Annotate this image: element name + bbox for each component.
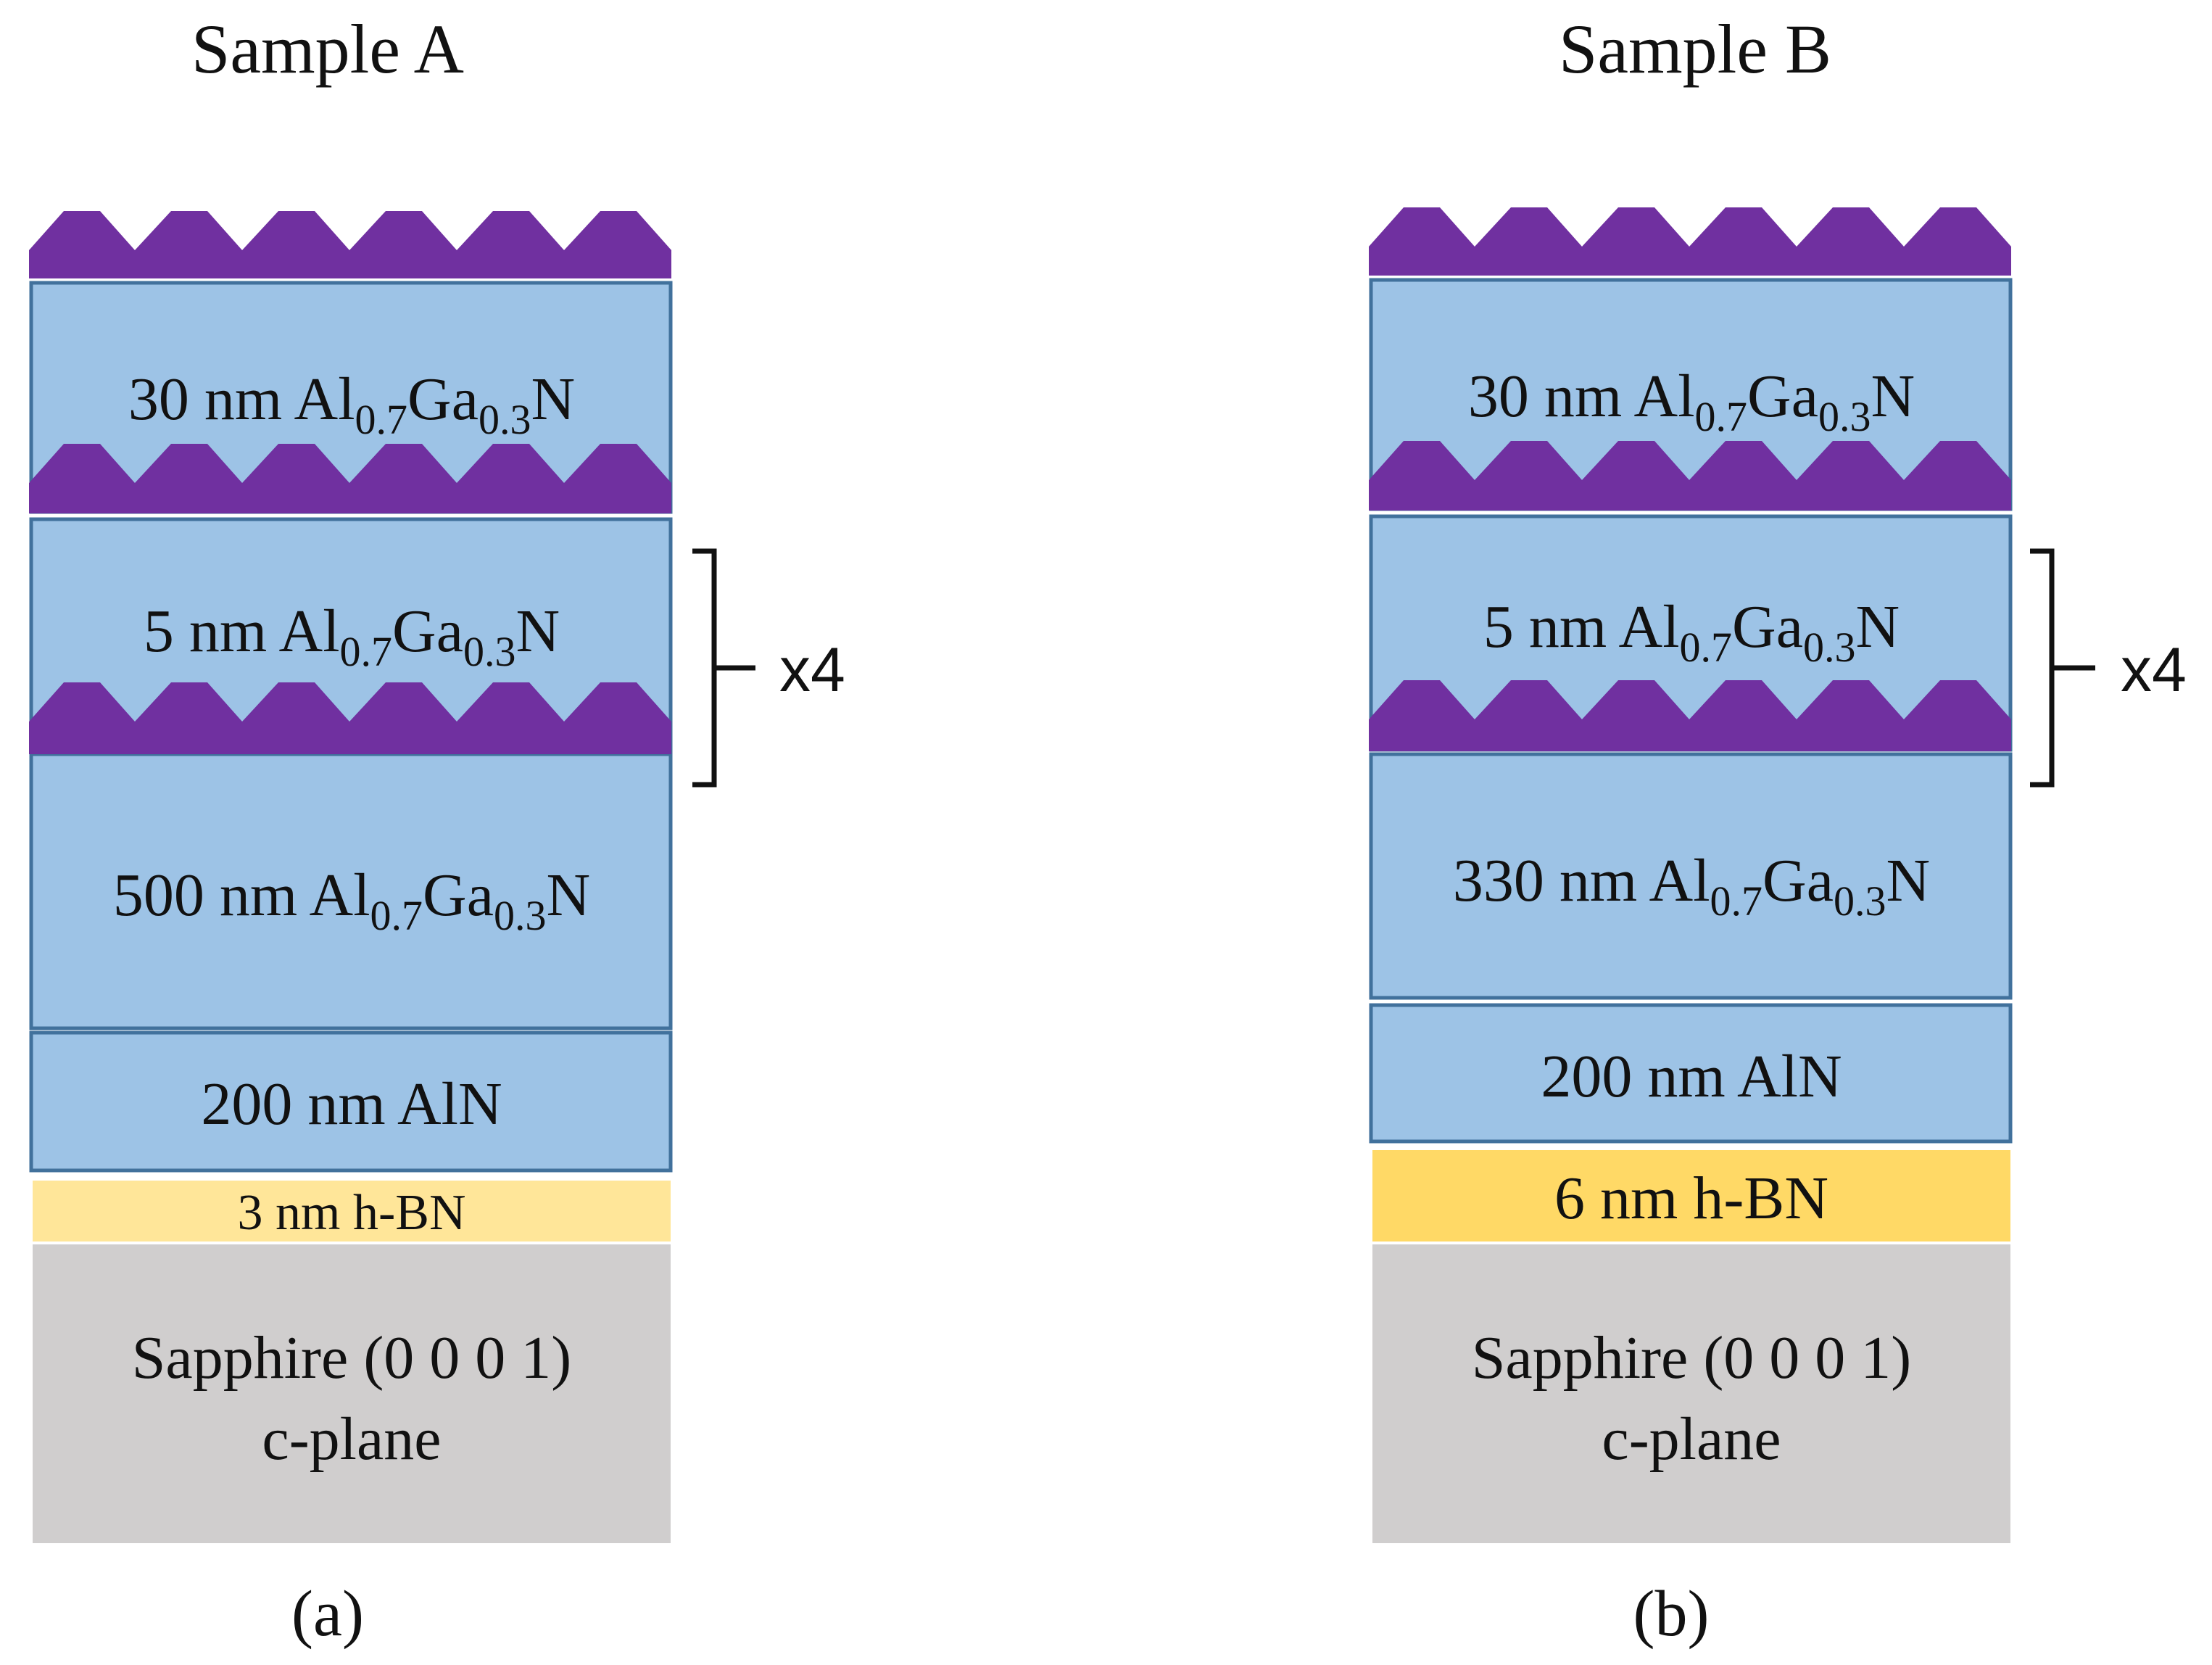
cap-sub-ga: 0.3	[1818, 393, 1871, 440]
well-sub-al: 0.7	[1680, 624, 1733, 671]
well-sub-al: 0.7	[340, 628, 393, 675]
sample-b-stack: Sample B Sapphire (0 0 0 1) c-plane 6 nm…	[1369, 10, 2187, 1650]
sample-b-repeat-label: x4	[2121, 635, 2187, 705]
cap-sub-al: 0.7	[1695, 393, 1748, 440]
cap-n: N	[531, 365, 575, 433]
well-prefix: 5 nm Al	[144, 598, 340, 665]
buffer-sub-al: 0.7	[370, 892, 423, 939]
sample-b-qd-layer-bottom	[1369, 680, 2011, 751]
sample-a-substrate-layer	[33, 1244, 671, 1543]
sample-a-well-layer	[29, 517, 673, 755]
buffer-n: N	[546, 862, 590, 929]
sample-a-aln-layer	[29, 1030, 673, 1173]
cap-n: N	[1871, 363, 1915, 430]
sample-a-qd-layer-middle	[29, 444, 671, 513]
buffer-ga: Ga	[1762, 847, 1834, 914]
sample-b-hbn-label: 6 nm h-BN	[1554, 1165, 1828, 1232]
buffer-sub-al: 0.7	[1710, 877, 1763, 925]
sample-a-substrate-plane: c-plane	[262, 1405, 441, 1473]
sample-a-hbn-label: 3 nm h-BN	[238, 1185, 466, 1241]
sample-a-title: Sample A	[191, 10, 464, 88]
cap-prefix: 30 nm Al	[1468, 363, 1695, 430]
buffer-n: N	[1886, 847, 1930, 914]
sample-b-hbn-layer	[1372, 1150, 2010, 1241]
sample-b-well-label: 5 nm Al0.7Ga0.3N	[1483, 593, 1900, 671]
buffer-prefix: 330 nm Al	[1453, 847, 1710, 914]
sample-b-cap-label: 30 nm Al0.7Ga0.3N	[1468, 363, 1915, 440]
cap-ga: Ga	[1747, 363, 1818, 430]
cap-prefix: 30 nm Al	[128, 365, 355, 433]
sample-b-caption: (b)	[1633, 1578, 1710, 1650]
sample-b-buffer-label: 330 nm Al0.7Ga0.3N	[1453, 847, 1930, 925]
sample-b-title: Sample B	[1559, 10, 1831, 88]
well-sub-ga: 0.3	[463, 628, 516, 675]
sample-b-aln-label: 200 nm AlN	[1541, 1043, 1842, 1110]
sample-a-hbn-layer	[33, 1181, 671, 1241]
sample-a-stack: Sample A Sapphire (0 0 0 1) c-plane 3 nm…	[29, 10, 845, 1650]
sample-a-aln-label: 200 nm AlN	[201, 1070, 502, 1138]
sample-b-substrate-plane: c-plane	[1602, 1405, 1781, 1473]
buffer-sub-ga: 0.3	[494, 892, 547, 939]
cap-sub-al: 0.7	[355, 396, 408, 443]
sample-b-substrate-layer	[1372, 1244, 2010, 1543]
sample-a-cap-label: 30 nm Al0.7Ga0.3N	[128, 365, 575, 443]
sample-a-buffer-label: 500 nm Al0.7Ga0.3N	[113, 862, 590, 939]
sample-a-well-label: 5 nm Al0.7Ga0.3N	[144, 598, 560, 675]
sample-b-well-layer	[1369, 514, 2013, 752]
buffer-sub-ga: 0.3	[1834, 877, 1886, 925]
sample-b-repeat-bracket	[2030, 548, 2095, 788]
sample-a-substrate-label: Sapphire (0 0 0 1)	[132, 1324, 572, 1392]
sample-a-qd-layer-top	[29, 211, 671, 278]
well-n: N	[515, 598, 560, 665]
well-ga: Ga	[1732, 593, 1803, 661]
sample-b-cap-layer	[1369, 278, 2013, 511]
sample-a-repeat-bracket	[692, 548, 755, 788]
well-n: N	[1855, 593, 1900, 661]
sample-a-cap-layer	[29, 281, 673, 514]
cap-ga: Ga	[407, 365, 479, 433]
sample-a-qd-layer-bottom	[29, 682, 671, 754]
sample-b-qd-layer-top	[1369, 207, 2011, 276]
sample-b-qd-layer-middle	[1369, 441, 2011, 511]
sample-a-caption: (a)	[291, 1578, 364, 1650]
sample-a-repeat-label: x4	[779, 635, 845, 705]
cap-sub-ga: 0.3	[479, 396, 531, 443]
sample-b-substrate-label: Sapphire (0 0 0 1)	[1472, 1324, 1912, 1392]
buffer-prefix: 500 nm Al	[113, 862, 370, 929]
well-prefix: 5 nm Al	[1483, 593, 1680, 661]
buffer-ga: Ga	[423, 862, 494, 929]
sample-b-buffer-layer	[1369, 752, 2013, 1000]
well-sub-ga: 0.3	[1803, 624, 1856, 671]
sample-b-aln-layer	[1369, 1003, 2013, 1144]
well-ga: Ga	[392, 598, 463, 665]
